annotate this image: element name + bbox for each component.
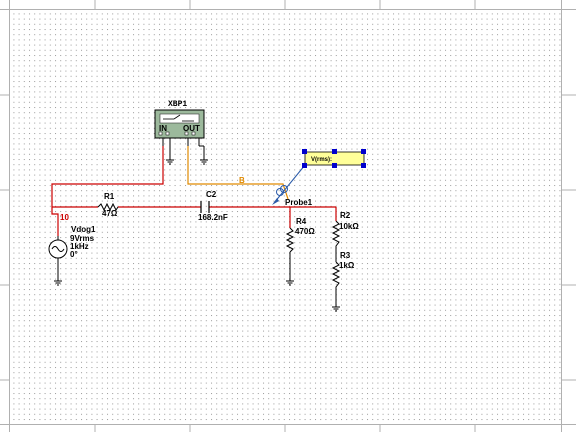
r1-name: R1: [104, 192, 115, 201]
ground-icon: [286, 280, 294, 286]
resistor-r2[interactable]: [331, 220, 341, 262]
ground-icon: [332, 306, 340, 312]
r4-value: 470Ω: [295, 227, 315, 236]
r3-name: R3: [340, 251, 351, 260]
resistor-r3[interactable]: [331, 261, 341, 307]
ground-icon: [200, 159, 208, 165]
r4-name: R4: [296, 217, 307, 226]
capacitor-c2[interactable]: [200, 201, 210, 213]
probe-icon[interactable]: [272, 164, 306, 205]
net-label-b: B: [239, 176, 245, 185]
source-name: Vdog1: [71, 225, 96, 234]
r3-value: 1kΩ: [339, 261, 355, 270]
instrument-out-label: OUT: [183, 124, 200, 133]
probe-readout-box[interactable]: [302, 149, 366, 168]
source-frequency: 1kHz: [70, 242, 89, 251]
resistor-r1[interactable]: [97, 202, 119, 212]
ground-icon: [166, 159, 174, 165]
wire-net-b[interactable]: [187, 146, 289, 200]
resistor-r4[interactable]: [285, 227, 295, 281]
probe-name: Probe1: [285, 198, 313, 207]
wire-net-input[interactable]: [51, 146, 337, 236]
instrument-in-label: IN: [159, 124, 167, 133]
ground-icon: [54, 280, 62, 286]
net-label-10: 10: [60, 213, 69, 222]
source-phase: 0°: [70, 250, 78, 259]
r1-value: 47Ω: [102, 209, 118, 218]
c2-value: 168.2nF: [198, 213, 228, 222]
drawing-grid: [10, 10, 561, 424]
bode-plotter-icon[interactable]: [154, 109, 205, 160]
probe-readout: V(rms):: [311, 157, 332, 163]
ac-source-icon[interactable]: [48, 236, 68, 281]
source-amplitude: 9Vrms: [70, 234, 95, 243]
c2-name: C2: [206, 190, 217, 199]
instrument-name: XBP1: [168, 100, 187, 109]
r2-value: 10kΩ: [339, 222, 359, 231]
r2-name: R2: [340, 211, 351, 220]
